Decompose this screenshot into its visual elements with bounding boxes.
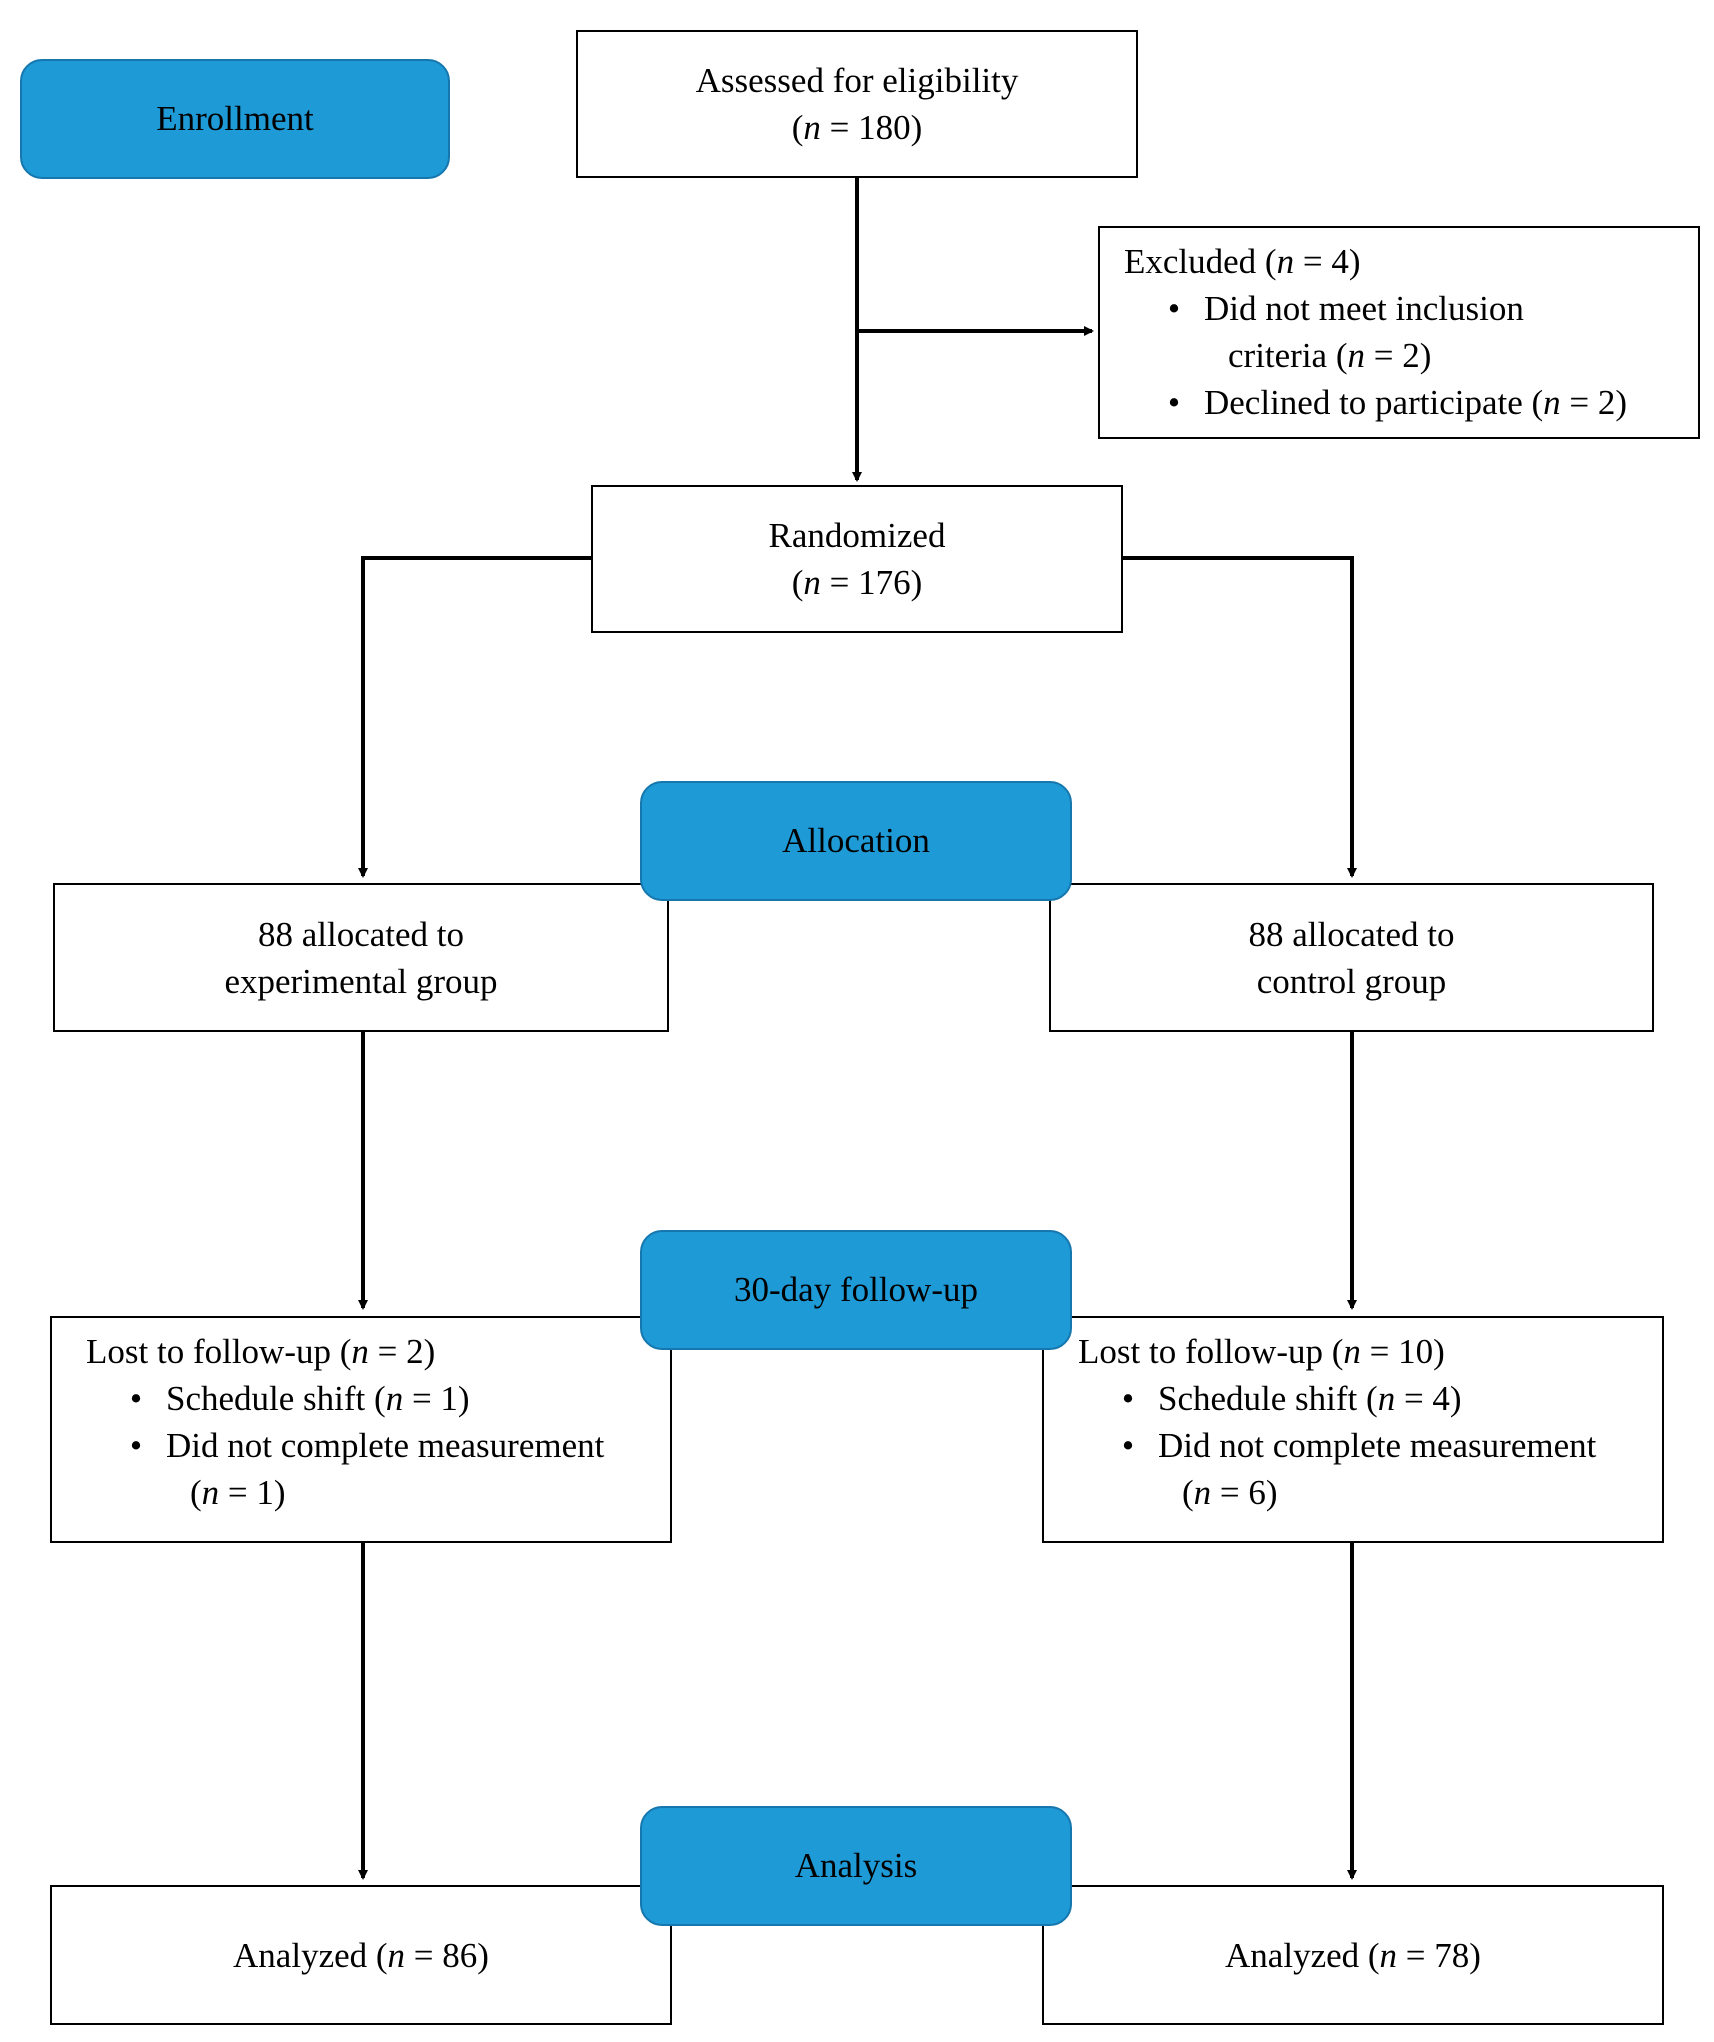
- box-lost-control: Lost to follow-up (n = 10) •Schedule shi…: [1042, 1316, 1664, 1543]
- stage-enrollment: Enrollment: [20, 59, 450, 179]
- box-assessed: Assessed for eligibility (n = 180): [576, 30, 1138, 178]
- lost-exp-item-schedule: •Schedule shift (n = 1): [129, 1379, 470, 1418]
- box-allocated-experimental: 88 allocated to experimental group: [53, 883, 669, 1032]
- stage-allocation: Allocation: [640, 781, 1072, 901]
- stage-analysis: Analysis: [640, 1806, 1072, 1926]
- assessed-line2: (n = 180): [791, 108, 923, 147]
- lost-ctrl-item-measurement: •Did not complete measurement: [1121, 1426, 1597, 1465]
- box-analyzed-control: Analyzed (n = 78): [1042, 1885, 1664, 2025]
- assessed-line1: Assessed for eligibility: [695, 61, 1019, 100]
- lost-ctrl-item-measurement-cont: (n = 6): [1182, 1473, 1278, 1512]
- box-allocated-control: 88 allocated to control group: [1049, 883, 1654, 1032]
- stage-enrollment-label: Enrollment: [156, 99, 314, 138]
- stage-allocation-label: Allocation: [782, 821, 930, 860]
- excluded-title: Excluded (n = 4): [1124, 242, 1361, 281]
- lost-exp-item-measurement-cont: (n = 1): [190, 1473, 286, 1512]
- stage-followup: 30-day follow-up: [640, 1230, 1072, 1350]
- alloc-ctrl-line1: 88 allocated to: [1248, 914, 1455, 954]
- lost-ctrl-item-schedule: •Schedule shift (n = 4): [1121, 1379, 1462, 1418]
- randomized-line2: (n = 176): [791, 563, 923, 602]
- box-randomized: Randomized (n = 176): [591, 485, 1123, 633]
- lost-ctrl-title: Lost to follow-up (n = 10): [1078, 1332, 1445, 1371]
- randomized-line1: Randomized: [768, 516, 946, 555]
- box-analyzed-experimental: Analyzed (n = 86): [50, 1885, 672, 2025]
- stage-analysis-label: Analysis: [794, 1846, 918, 1885]
- alloc-ctrl-line2: control group: [1256, 961, 1447, 1001]
- stage-followup-label: 30-day follow-up: [734, 1270, 978, 1309]
- analyzed-ctrl-text: Analyzed (n = 78): [1225, 1935, 1481, 1975]
- excluded-item-inclusion-cont: criteria (n = 2): [1228, 336, 1432, 375]
- arrow-randomized-to-control: [1122, 556, 1357, 878]
- alloc-exp-line2: experimental group: [224, 961, 498, 1001]
- alloc-exp-line1: 88 allocated to: [257, 914, 465, 954]
- excluded-item-inclusion: •Did not meet inclusion: [1167, 289, 1524, 328]
- excluded-item-declined: •Declined to participate (n = 2): [1167, 383, 1628, 422]
- lost-exp-title: Lost to follow-up (n = 2): [86, 1332, 436, 1371]
- analyzed-exp-text: Analyzed (n = 86): [233, 1935, 489, 1975]
- box-excluded: Excluded (n = 4) •Did not meet inclusion…: [1098, 226, 1700, 439]
- arrow-randomized-to-experimental: [358, 556, 592, 878]
- box-lost-experimental: Lost to follow-up (n = 2) •Schedule shif…: [50, 1316, 672, 1543]
- lost-exp-item-measurement: •Did not complete measurement: [129, 1426, 605, 1465]
